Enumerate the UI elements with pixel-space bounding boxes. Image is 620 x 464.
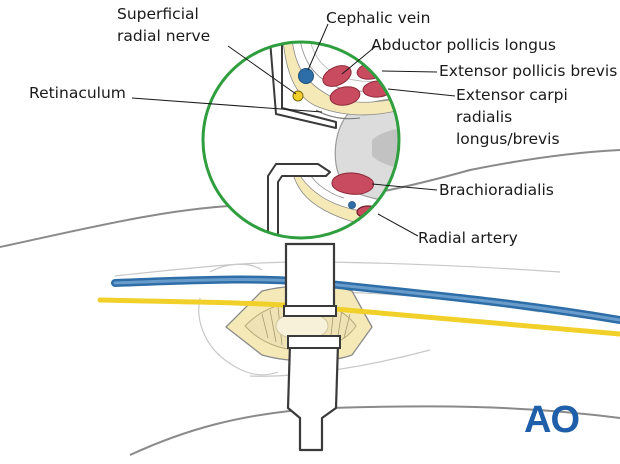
retractor-lower xyxy=(286,335,341,452)
ao-logo: AO xyxy=(524,399,580,441)
extensor-pollicis-brevis-label: Extensor pollicis brevis xyxy=(439,62,617,80)
superficial-radial-nerve-label-line1: Superficial xyxy=(117,5,199,23)
abductor-pollicis-longus-label: Abductor pollicis longus xyxy=(371,36,556,54)
extensor-carpi-radialis-label-line1: Extensor carpi xyxy=(456,86,568,104)
leader-lines xyxy=(131,23,456,237)
inset-circle-border xyxy=(201,40,401,240)
brachioradialis-section xyxy=(331,172,374,195)
extensor-carpi-radialis-section xyxy=(329,86,361,106)
extensor-carpi-radialis-label-line2: radialis xyxy=(456,108,512,126)
radius-medulla xyxy=(372,128,399,170)
superficial-radial-nerve-label-line2: radial nerve xyxy=(117,27,210,45)
abductor-pollicis-longus-section xyxy=(322,65,352,87)
cephalic-vein-section xyxy=(298,68,314,84)
retractor-upper xyxy=(283,242,337,317)
retinaculum-label: Retinaculum xyxy=(29,84,126,102)
radial-artery-label: Radial artery xyxy=(418,229,518,247)
extensor-carpi-radialis-label-line3: longus/brevis xyxy=(456,130,560,148)
magnified-inset xyxy=(201,40,401,240)
brachioradialis-label: Brachioradialis xyxy=(439,181,554,199)
ao-logo-text: AO xyxy=(524,399,579,441)
cephalic-vein-label: Cephalic vein xyxy=(326,9,430,27)
labels: Superficial radial nerve Cephalic vein A… xyxy=(29,5,617,247)
